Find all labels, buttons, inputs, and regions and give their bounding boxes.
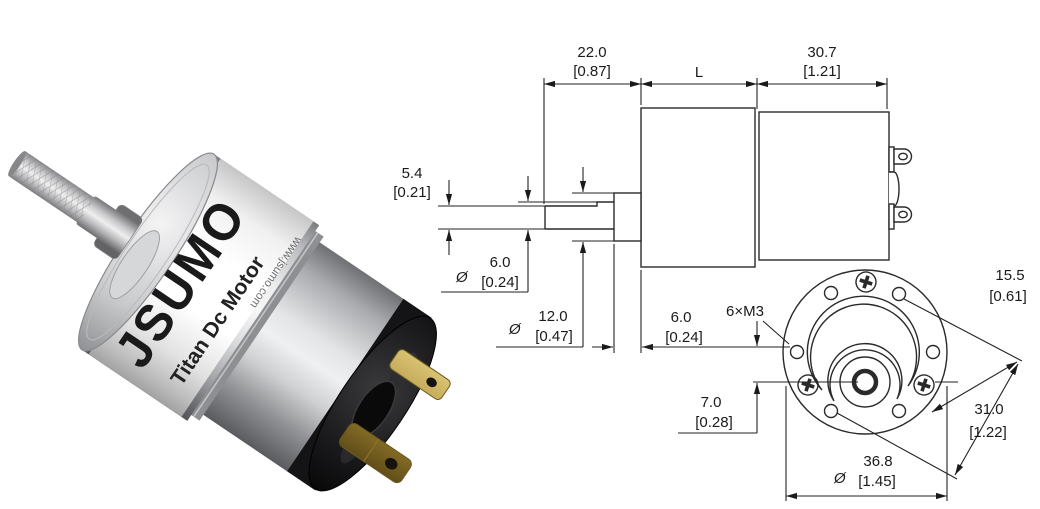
m3-hole <box>789 344 805 360</box>
side-bearing-boss <box>613 192 642 242</box>
dim-motor-length-inch: [1.21] <box>803 63 841 80</box>
m3-hole <box>925 344 941 360</box>
side-motor <box>758 111 890 261</box>
m3-hole <box>823 285 839 301</box>
dim-face-diameter: Ø 36.8 [1.45] <box>785 386 948 501</box>
dim-hole-circle-diameter: 31.0 [1.22] <box>836 298 1023 480</box>
dim-gearbox-length: L <box>641 64 758 109</box>
side-terminal-top <box>888 146 913 173</box>
diameter-symbol: Ø <box>455 269 469 286</box>
m3-hole <box>823 403 839 419</box>
dim-shaft-offset-mm: 7.0 <box>701 394 722 411</box>
front-crescent-inner <box>827 342 903 402</box>
dim-gearbox-length-label: L <box>695 64 703 81</box>
dim-shaft-diameter-mm: 6.0 <box>490 254 511 271</box>
mounting-holes-label: 6×M3 <box>726 303 764 320</box>
side-shaft <box>544 201 614 230</box>
dim-boss-length-mm: 6.0 <box>671 309 692 326</box>
side-view <box>544 107 913 268</box>
dim-shaft-length-inch: [0.87] <box>573 63 611 80</box>
dim-shaft-offset: 7.0 [0.28] <box>678 321 958 434</box>
dim-bolt-circle-mm: 31.0 <box>974 401 1003 418</box>
dim-boss-length-inch: [0.24] <box>665 329 703 346</box>
dim-shaft-flat-inch: [0.21] <box>393 184 431 201</box>
dim-shaft-diameter: Ø 6.0 [0.24] <box>441 176 532 293</box>
photo-terminal-2 <box>389 349 451 400</box>
dim-shaft-offset-inch: [0.28] <box>695 414 733 431</box>
photo-front-hub <box>109 230 160 300</box>
photo-shaft <box>8 151 143 259</box>
callout-mounting-holes: 6×M3 <box>726 303 790 345</box>
m3-hole <box>891 286 907 302</box>
dim-boss-length: 6.0 [0.24] <box>592 244 790 353</box>
dim-shaft-diameter-inch: [0.24] <box>481 274 519 291</box>
dim-hole-radius-mm: 15.5 <box>995 267 1024 284</box>
dim-face-diameter-inch: [1.45] <box>858 473 896 490</box>
dim-shaft-flat-mm: 5.4 <box>402 165 423 182</box>
dim-boss-diameter: Ø 12.0 [0.47] <box>496 167 587 348</box>
dim-motor-length-mm: 30.7 <box>807 44 836 61</box>
phillips-screw <box>855 271 877 293</box>
photo-motor-body <box>201 241 430 490</box>
dim-shaft-length-mm: 22.0 <box>577 44 606 61</box>
side-brush-cap <box>889 171 900 207</box>
photo-front-face-rim <box>86 163 210 341</box>
photo-label <box>88 158 314 417</box>
side-gearbox <box>640 107 756 268</box>
diameter-symbol: Ø <box>508 321 522 338</box>
dim-shaft-flat: 5.4 [0.21] <box>393 165 453 255</box>
m3-hole <box>891 403 907 419</box>
dim-bolt-circle-inch: [1.22] <box>969 424 1007 441</box>
diameter-symbol: Ø <box>833 470 847 487</box>
front-view <box>782 269 948 435</box>
front-face-circle <box>782 269 948 435</box>
dim-boss-diameter-inch: [0.47] <box>535 328 573 345</box>
front-crescent-outer <box>806 295 921 391</box>
dim-boss-diameter-mm: 12.0 <box>538 308 567 325</box>
photo-terminal-1 <box>339 423 412 484</box>
dim-hole-radius-inch: [0.61] <box>989 288 1027 305</box>
dim-face-diameter-mm: 36.8 <box>863 453 892 470</box>
side-terminal-bottom <box>888 203 913 230</box>
dim-motor-length: 30.7 [1.21] <box>757 44 888 109</box>
shaft-reference-lines <box>438 192 614 242</box>
dim-shaft-length: 22.0 [0.87] <box>543 44 642 204</box>
product-photo: JSUMO Titan Dc Motor www.jsumo.com <box>8 151 451 492</box>
